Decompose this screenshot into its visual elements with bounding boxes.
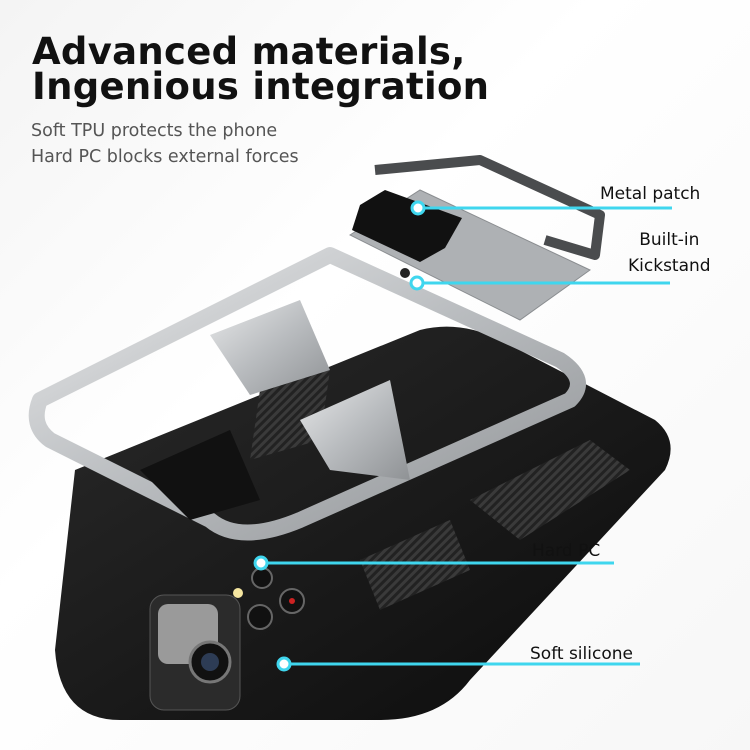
callout-dot <box>276 656 292 672</box>
headline-line-1: Advanced materials, <box>32 30 466 73</box>
callout-metal-patch: Metal patch <box>600 184 701 204</box>
callout-hard-pc: Hard PC <box>532 541 601 561</box>
silver-frame <box>28 247 586 541</box>
headline: Advanced materials, Ingenious integratio… <box>32 30 490 108</box>
callout-dot <box>409 275 425 291</box>
subheadline-line-2: Hard PC blocks external forces <box>31 147 299 167</box>
callout-soft-silicone: Soft silicone <box>530 644 633 664</box>
callout-kickstand: Built-in Kickstand <box>628 227 711 279</box>
camera-module <box>149 567 305 711</box>
subheadline: Soft TPU protects the phone Hard PC bloc… <box>31 118 299 170</box>
callout-kickstand-line-2: Kickstand <box>628 256 711 276</box>
subheadline-line-1: Soft TPU protects the phone <box>31 121 278 141</box>
callout-dot <box>410 200 426 216</box>
headline-line-2: Ingenious integration <box>32 65 490 108</box>
callout-kickstand-line-1: Built-in <box>639 230 700 250</box>
callout-lines <box>253 200 672 672</box>
callout-dot <box>253 555 269 571</box>
